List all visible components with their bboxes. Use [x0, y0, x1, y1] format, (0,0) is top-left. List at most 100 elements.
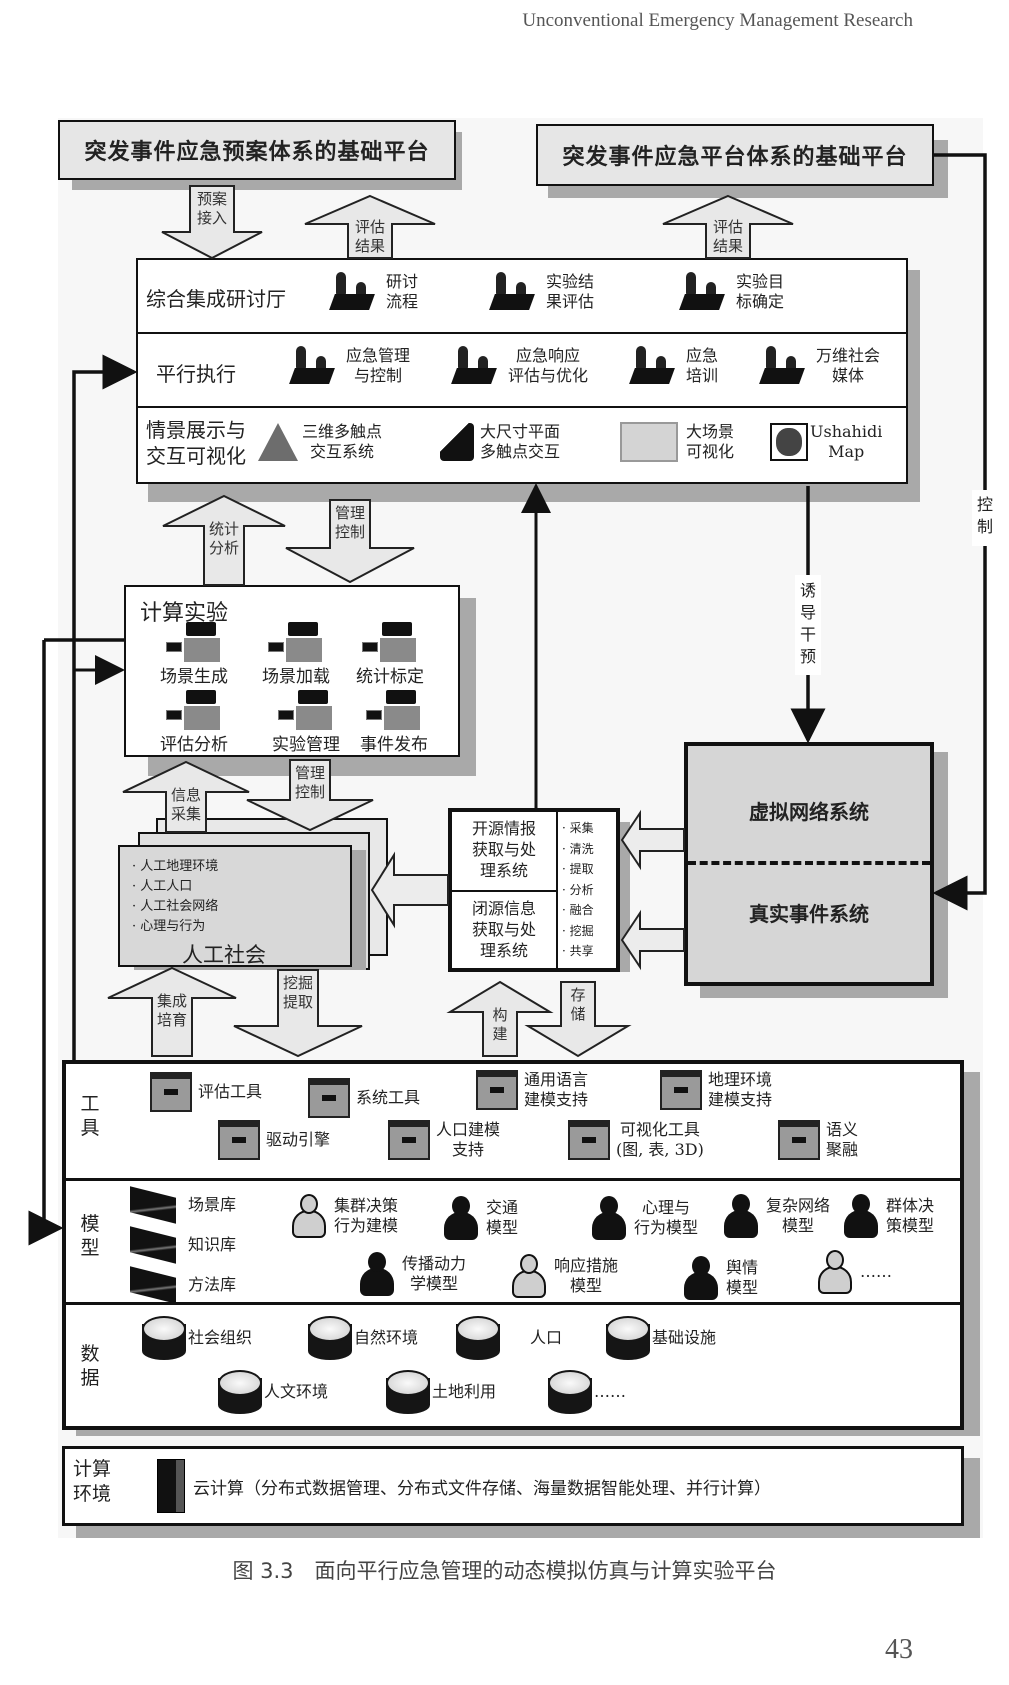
visual-item: 三维多触点交互系统 — [258, 422, 382, 462]
char: 模 — [80, 1213, 100, 1235]
text-line: 复杂网络 — [766, 1196, 831, 1215]
arrow-eval-result-left-label: 评估结果 — [350, 218, 390, 256]
icon-part — [684, 1272, 718, 1300]
icon-part — [724, 1210, 758, 1238]
icon-part — [444, 1212, 478, 1240]
person-icon — [358, 1252, 396, 1296]
icon-part — [380, 638, 416, 662]
hall-item: 实验目标确定 — [679, 270, 784, 314]
icon-part — [686, 272, 696, 298]
text-line: 学模型 — [410, 1274, 459, 1293]
icon-part — [184, 706, 220, 730]
text-line: 结果 — [712, 237, 743, 255]
icon-part — [766, 346, 776, 372]
arrow-store-label: 存储 — [558, 986, 598, 1024]
tool-window-icon — [150, 1072, 192, 1112]
data-label: 社会组织 — [188, 1328, 253, 1347]
parallel-item-label: 应急管理与控制 — [346, 346, 410, 386]
arrow-info-collect-label: 信息采集 — [166, 786, 206, 824]
experiment-item-label: 事件发布 — [360, 735, 428, 755]
model-item: 响应措施模型 — [510, 1254, 618, 1298]
divider — [452, 890, 556, 892]
char: 型 — [80, 1237, 100, 1259]
text-line: 计算 — [73, 1458, 112, 1480]
cloud-computing-text: 云计算（分布式数据管理、分布式文件存储、海量数据智能处理、并行计算） — [193, 1478, 771, 1499]
icon-part — [456, 1316, 500, 1342]
text-line: 闭源信息 — [471, 899, 536, 918]
divider — [556, 812, 558, 968]
parallel-item: 应急培训 — [629, 344, 718, 388]
divider — [136, 406, 908, 408]
text-line: 统计 — [208, 520, 239, 538]
library-label: 知识库 — [188, 1235, 237, 1254]
society-bullet: · 人工人口 — [132, 879, 193, 894]
computer-icon — [164, 690, 224, 732]
person-icon — [590, 1196, 628, 1240]
icon-part — [452, 1196, 470, 1216]
hall-item: 实验结果评估 — [489, 270, 594, 314]
computer-icon — [360, 622, 420, 664]
icon-part — [706, 282, 716, 300]
virtual-network-system: 虚拟网络系统 — [749, 800, 869, 824]
text-line: 评估 — [712, 218, 743, 236]
tool-window-icon — [476, 1070, 518, 1110]
text-line: 评估与优化 — [508, 366, 589, 385]
emergency-platform-system-platform: 突发事件应急平台体系的基础平台 — [536, 124, 934, 186]
data-label: 人文环境 — [264, 1382, 329, 1401]
real-event-system: 真实事件系统 — [749, 902, 869, 926]
experiment-item-label: 评估分析 — [160, 735, 228, 755]
tool-window-icon — [308, 1078, 350, 1118]
tool-window-icon — [660, 1070, 702, 1110]
icon-part — [606, 1316, 650, 1342]
text-line: 系统工具 — [356, 1088, 421, 1107]
tool-label: 评估工具 — [198, 1082, 262, 1102]
society-title: 人工社会 — [182, 943, 266, 967]
icon-part — [360, 1268, 394, 1296]
model-item: 复杂网络模型 — [722, 1194, 830, 1238]
text-line: 研讨 — [386, 272, 419, 291]
text-line: 分析 — [208, 539, 239, 557]
server-icon — [157, 1459, 185, 1513]
model-item: 心理与行为模型 — [590, 1196, 698, 1240]
data-item: …… — [548, 1370, 626, 1414]
library-label: 场景库 — [188, 1195, 237, 1214]
char: 据 — [80, 1367, 100, 1389]
tool-label: 语义聚融 — [826, 1120, 858, 1160]
char: 工 — [80, 1093, 100, 1115]
data-label: 数据 — [78, 1342, 102, 1390]
text-line: 与控制 — [354, 366, 403, 385]
experiment-item-label: 实验管理 — [272, 735, 340, 755]
person-icon — [442, 1196, 480, 1240]
tool-item: 地理环境建模支持 — [660, 1070, 772, 1110]
text-line: 控制 — [294, 783, 325, 801]
parallel-item-label: 应急培训 — [686, 346, 718, 386]
text-line: 挖掘 — [282, 974, 313, 992]
touch-table-icon — [440, 423, 474, 461]
icon-part — [386, 690, 416, 704]
icon-part — [268, 642, 284, 652]
icon-part — [629, 368, 675, 384]
text-line: 行为模型 — [634, 1218, 699, 1237]
model-label: …… — [860, 1262, 892, 1282]
step: · 共享 — [562, 944, 594, 958]
text-line: 响应措施 — [554, 1256, 619, 1275]
char: 制 — [976, 517, 993, 536]
icon-part — [286, 638, 322, 662]
visual-label-line: 交互可视化 — [146, 444, 246, 468]
icon-part — [636, 346, 646, 372]
model-item: 交通模型 — [442, 1196, 518, 1240]
text-line: 控制 — [334, 523, 365, 541]
step: · 融合 — [562, 903, 594, 917]
emergency-plan-platform: 突发事件应急预案体系的基础平台 — [58, 120, 456, 180]
text-line: 人口建模 — [436, 1120, 501, 1139]
model-label: 舆情模型 — [726, 1258, 758, 1298]
model-label: 集群决策行为建模 — [334, 1196, 398, 1236]
tool-window-icon — [778, 1120, 820, 1160]
computer-icon — [164, 622, 224, 664]
compute-environment-box: 计算 环境 云计算（分布式数据管理、分布式文件存储、海量数据智能处理、并行计算） — [62, 1446, 964, 1526]
icon-part — [329, 294, 375, 310]
text-line: 模型 — [570, 1276, 603, 1295]
text-line: 培育 — [156, 1011, 187, 1029]
